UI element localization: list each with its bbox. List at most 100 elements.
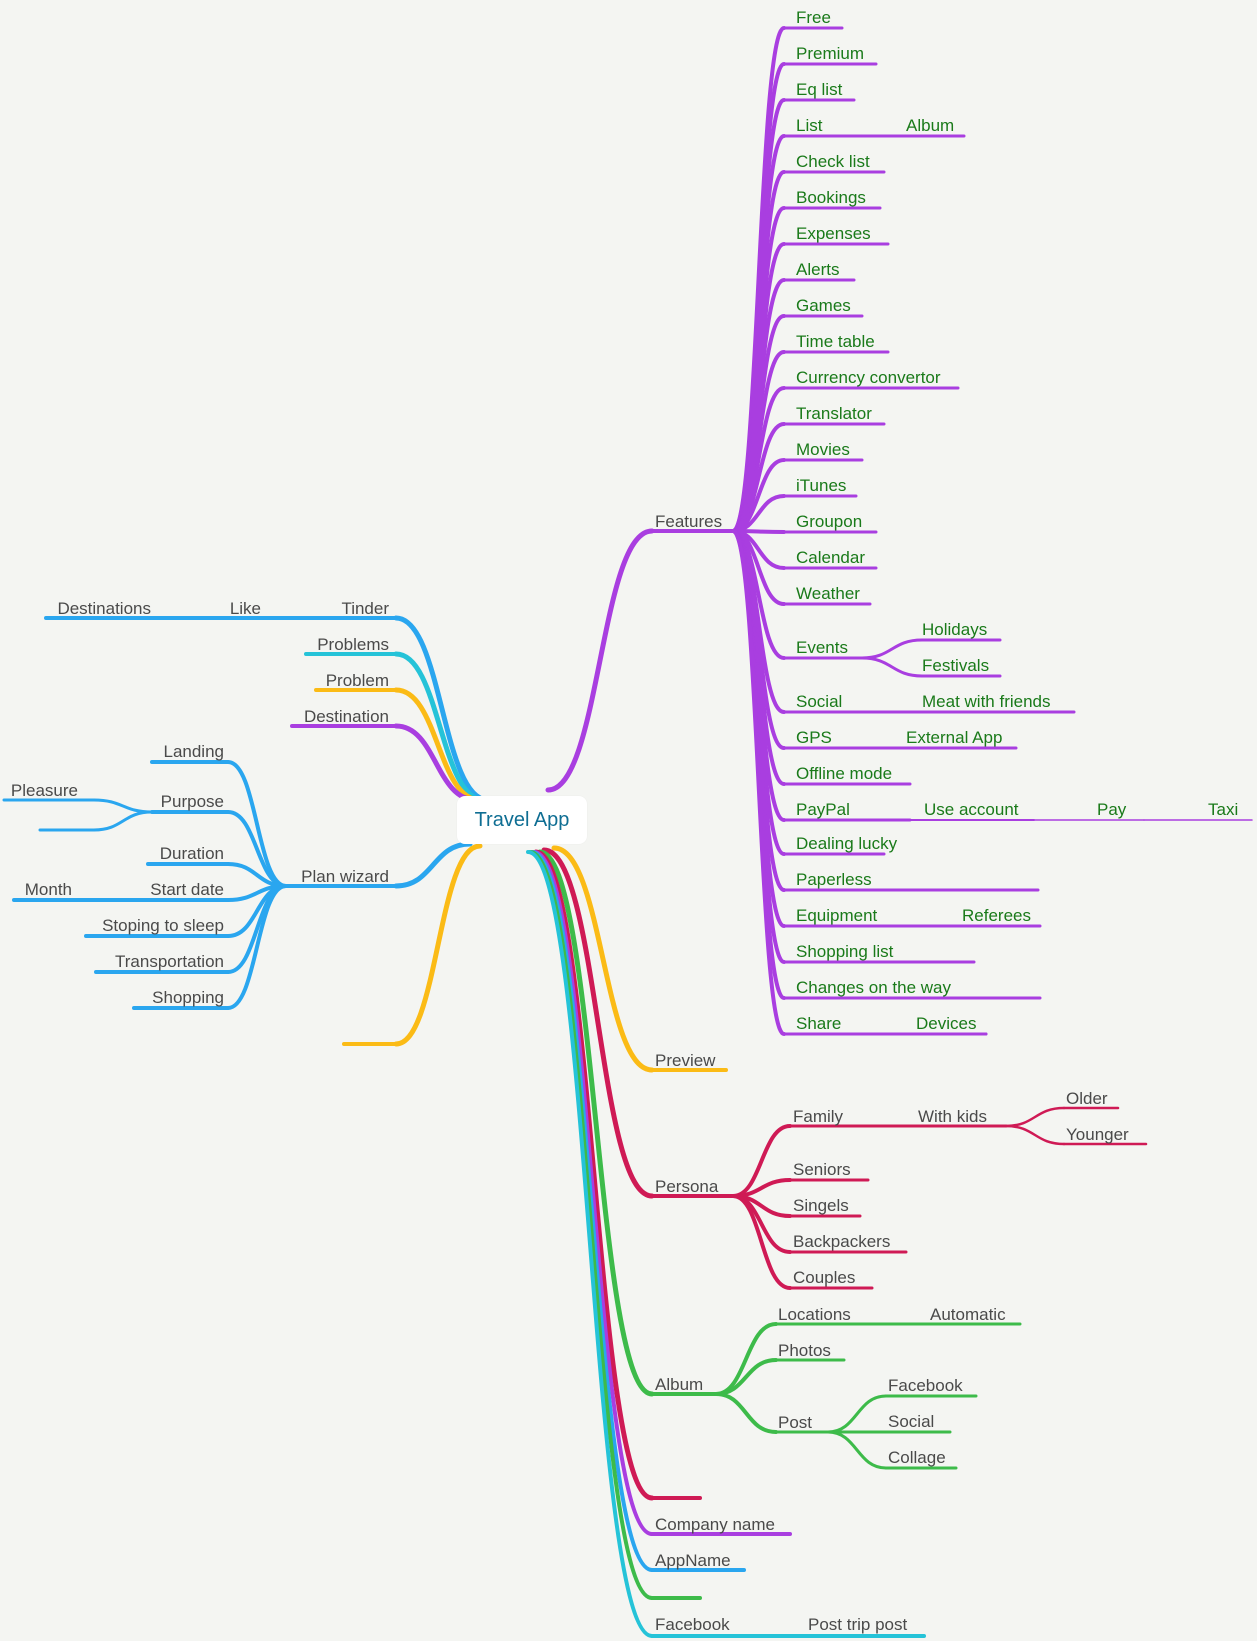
feature-list-album[interactable]: Album xyxy=(906,116,954,135)
feature-share-devices[interactable]: Devices xyxy=(916,1014,976,1033)
plan-wizard-month[interactable]: Month xyxy=(25,880,72,899)
post-connector xyxy=(714,1392,778,1434)
feature-games[interactable]: Games xyxy=(796,296,851,315)
feature-translator[interactable]: Translator xyxy=(796,404,872,423)
feature-connector-share xyxy=(731,529,786,1036)
plan-wizard-landing[interactable]: Landing xyxy=(163,742,224,761)
tinder-connector xyxy=(393,615,491,803)
album-connector xyxy=(537,849,655,1397)
feature-events-festivals[interactable]: Festivals xyxy=(922,656,989,675)
feature-paypal-taxi[interactable]: Taxi xyxy=(1208,800,1238,819)
album-label[interactable]: Album xyxy=(655,1375,703,1394)
younger-connector xyxy=(1004,1124,1066,1146)
persona-older[interactable]: Older xyxy=(1066,1089,1108,1108)
persona-singels[interactable]: Singels xyxy=(793,1196,849,1215)
company-name-label[interactable]: Company name xyxy=(655,1515,775,1534)
album-post[interactable]: Post xyxy=(778,1413,812,1432)
family-connector xyxy=(731,1124,792,1198)
feature-itunes[interactable]: iTunes xyxy=(796,476,846,495)
problem-connector xyxy=(393,687,483,803)
album-post-collage[interactable]: Collage xyxy=(888,1448,946,1467)
feature-weather[interactable]: Weather xyxy=(796,584,860,603)
plan-wizard-purpose[interactable]: Purpose xyxy=(161,792,224,811)
destination-label[interactable]: Destination xyxy=(304,707,389,726)
persona-connector-couples xyxy=(731,1194,792,1290)
plan-wizard-shopping[interactable]: Shopping xyxy=(152,988,224,1007)
preview-label[interactable]: Preview xyxy=(655,1051,716,1070)
album-locations[interactable]: Locations xyxy=(778,1305,851,1324)
feature-groupon[interactable]: Groupon xyxy=(796,512,862,531)
feature-equipment-referees[interactable]: Referees xyxy=(962,906,1031,925)
problems-label[interactable]: Problems xyxy=(317,635,389,654)
events-festivals-connector xyxy=(860,656,924,678)
persona-family[interactable]: Family xyxy=(793,1107,844,1126)
feature-paypal[interactable]: PayPal xyxy=(796,800,850,819)
feature-changes-on-the-way[interactable]: Changes on the way xyxy=(796,978,951,997)
feature-paypal-pay[interactable]: Pay xyxy=(1097,800,1127,819)
tinder-label[interactable]: Tinder xyxy=(341,599,389,618)
persona-with-kids[interactable]: With kids xyxy=(918,1107,987,1126)
tinder-like[interactable]: Like xyxy=(230,599,261,618)
feature-social-meat-with-friends[interactable]: Meat with friends xyxy=(922,692,1051,711)
persona-couples[interactable]: Couples xyxy=(793,1268,855,1287)
album-automatic[interactable]: Automatic xyxy=(930,1305,1006,1324)
feature-social[interactable]: Social xyxy=(796,692,842,711)
feature-dealing-lucky[interactable]: Dealing lucky xyxy=(796,834,898,853)
feature-gps-external-app[interactable]: External App xyxy=(906,728,1002,747)
central-topic-label: Travel App xyxy=(474,808,570,831)
feature-bookings[interactable]: Bookings xyxy=(796,188,866,207)
feature-paperless[interactable]: Paperless xyxy=(796,870,872,889)
appname-label[interactable]: AppName xyxy=(655,1551,731,1570)
feature-movies[interactable]: Movies xyxy=(796,440,850,459)
feature-list[interactable]: List xyxy=(796,116,823,135)
tinder-destinations[interactable]: Destinations xyxy=(57,599,151,618)
features-connector xyxy=(545,528,655,793)
events-holidays-connector xyxy=(860,638,924,660)
feature-events-holidays[interactable]: Holidays xyxy=(922,620,987,639)
plan-wizard-transportation[interactable]: Transportation xyxy=(115,952,224,971)
persona-seniors[interactable]: Seniors xyxy=(793,1160,851,1179)
plan-wizard-pleasure[interactable]: Pleasure xyxy=(11,781,78,800)
facebook-post-trip-post[interactable]: Post trip post xyxy=(808,1615,907,1634)
company-name-connector xyxy=(532,850,654,1536)
feature-expenses[interactable]: Expenses xyxy=(796,224,871,243)
feature-gps[interactable]: GPS xyxy=(796,728,832,747)
pleasure-connector xyxy=(92,798,154,814)
feature-share[interactable]: Share xyxy=(796,1014,841,1033)
album-photos[interactable]: Photos xyxy=(778,1341,831,1360)
empty-green-connector xyxy=(528,850,654,1600)
plan-wizard-stoping-to-sleep[interactable]: Stoping to sleep xyxy=(102,916,224,935)
album-post-social[interactable]: Social xyxy=(888,1412,934,1431)
preview-connector xyxy=(551,845,655,1073)
feature-calendar[interactable]: Calendar xyxy=(796,548,865,567)
features-label[interactable]: Features xyxy=(655,512,722,531)
persona-connector xyxy=(541,847,655,1199)
album-post-facebook[interactable]: Facebook xyxy=(888,1376,963,1395)
persona-backpackers[interactable]: Backpackers xyxy=(793,1232,890,1251)
feature-equipment[interactable]: Equipment xyxy=(796,906,878,925)
plan-wizard-start-date[interactable]: Start date xyxy=(150,880,224,899)
feature-paypal-use-account[interactable]: Use account xyxy=(924,800,1019,819)
post-connector-collage xyxy=(826,1430,888,1470)
locations-connector xyxy=(714,1322,778,1396)
feature-shopping-list[interactable]: Shopping list xyxy=(796,942,894,961)
feature-offline-mode[interactable]: Offline mode xyxy=(796,764,892,783)
central-topic[interactable]: Travel App xyxy=(457,796,587,844)
plan-wizard-connector-landing xyxy=(226,760,288,888)
plan-wizard-label[interactable]: Plan wizard xyxy=(301,867,389,886)
problem-label[interactable]: Problem xyxy=(326,671,389,690)
plan-wizard-duration[interactable]: Duration xyxy=(160,844,224,863)
persona-label[interactable]: Persona xyxy=(655,1177,719,1196)
persona-connector-seniors xyxy=(731,1178,792,1198)
persona-younger[interactable]: Younger xyxy=(1066,1125,1129,1144)
photos-connector xyxy=(714,1358,778,1396)
feature-eq-list[interactable]: Eq list xyxy=(796,80,843,99)
facebook-label[interactable]: Facebook xyxy=(655,1615,730,1634)
feature-premium[interactable]: Premium xyxy=(796,44,864,63)
feature-currency-convertor[interactable]: Currency convertor xyxy=(796,368,941,387)
feature-time-table[interactable]: Time table xyxy=(796,332,875,351)
feature-check-list[interactable]: Check list xyxy=(796,152,870,171)
feature-alerts[interactable]: Alerts xyxy=(796,260,839,279)
feature-free[interactable]: Free xyxy=(796,8,831,27)
feature-events[interactable]: Events xyxy=(796,638,848,657)
